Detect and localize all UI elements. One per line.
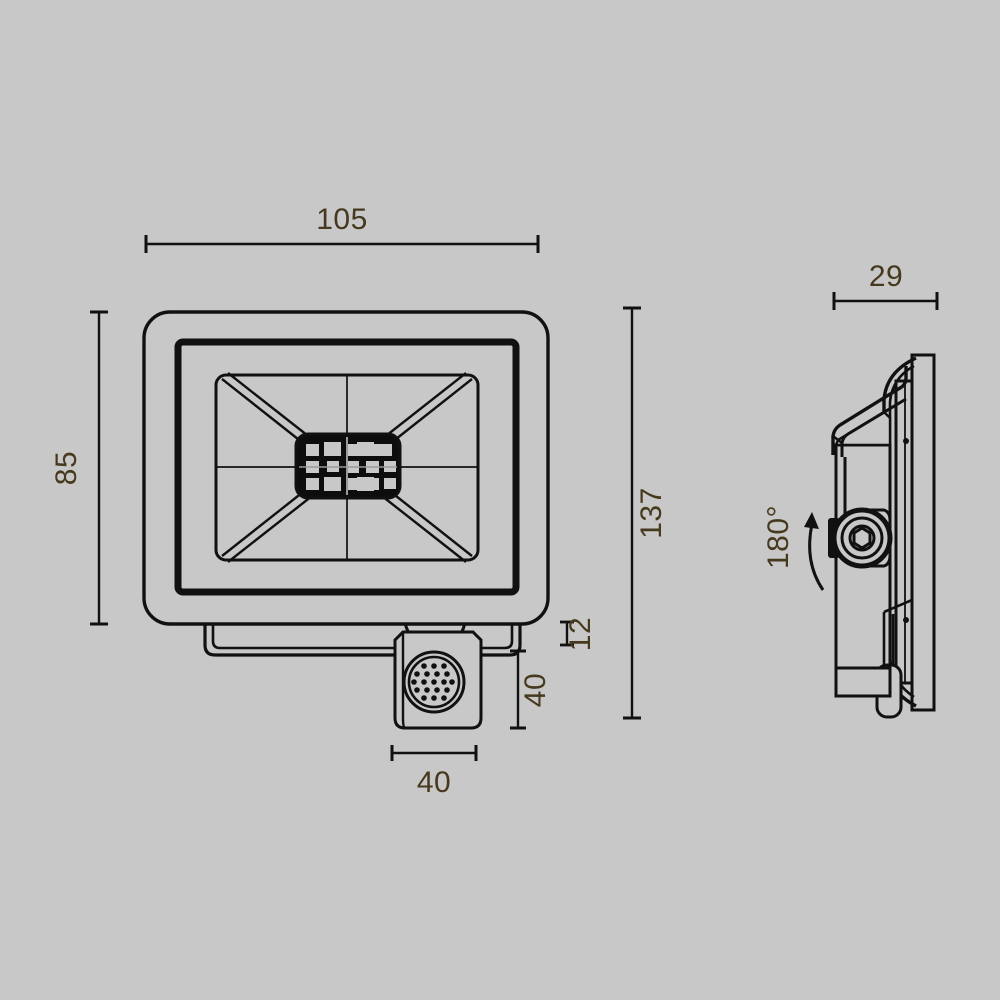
side-foot [834,666,892,698]
dimension-width-105: 105 [144,203,540,253]
side-body-panel [894,379,914,685]
dimension-bracket-12: 12 [560,617,597,651]
dimension-label-85: 85 [50,451,83,485]
dimension-depth-29: 29 [832,260,939,310]
dimension-height-85: 85 [50,310,108,626]
dimension-label-sensor-width-40: 40 [417,766,451,799]
pivot-hex-bolt [828,507,893,569]
front-view [142,310,550,730]
rotation-arrow [804,512,825,591]
sensor-dot-pattern [411,663,455,701]
dimension-label-105: 105 [316,203,368,236]
dimension-sensor-width-40: 40 [390,745,478,799]
annotation-label-180-degrees: 180° [762,505,795,569]
dimension-label-12: 12 [564,617,597,651]
pir-sensor [393,630,483,730]
reflector-braces [221,372,473,563]
led-grid [299,437,397,495]
dimension-height-137: 137 [623,306,668,720]
side-view [804,353,936,719]
led-chip [294,432,402,500]
dimension-label-137: 137 [635,487,668,539]
dimension-label-sensor-height-40: 40 [519,673,552,707]
side-back-plate [910,353,936,712]
dimension-label-29: 29 [869,260,903,293]
dimension-sensor-height-40: 40 [510,649,552,730]
mounting-bracket [203,620,522,657]
